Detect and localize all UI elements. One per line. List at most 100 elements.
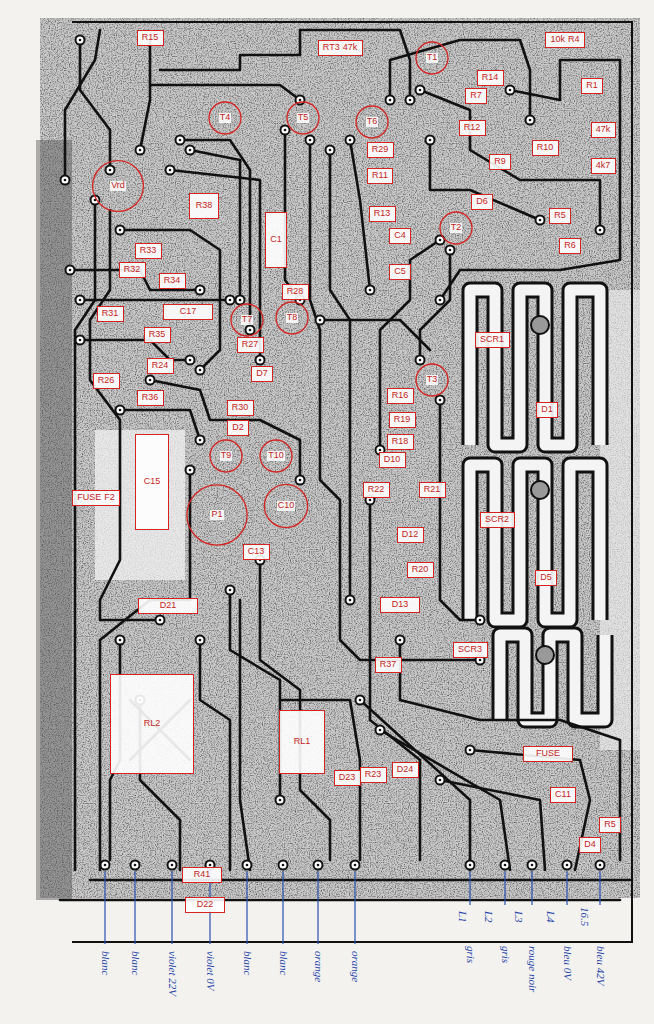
component-box: R23	[360, 767, 387, 783]
component-outline	[416, 364, 448, 396]
wire-leader-lines	[104, 871, 105, 944]
component-box: C5	[389, 264, 411, 280]
component-circle: T1	[415, 41, 449, 75]
copper-traces	[170, 170, 260, 360]
heatsink-meander	[500, 635, 605, 720]
solder-pads	[536, 216, 545, 225]
component-label: R29	[372, 145, 389, 155]
solder-pads	[596, 226, 605, 235]
copper-traces	[150, 380, 300, 480]
component-outline	[210, 440, 242, 472]
component-box: R35	[144, 327, 171, 343]
component-label: R31	[102, 309, 119, 319]
solder-pads	[466, 861, 475, 870]
component-label: R38	[196, 201, 213, 211]
component-box: R20	[407, 562, 434, 578]
component-box: FUSEF2	[72, 490, 120, 506]
component-circle: T9	[209, 439, 243, 473]
component-label: R7	[470, 91, 482, 101]
wire-label: blanc	[100, 950, 112, 976]
copper-traces	[360, 700, 470, 870]
copper-traces	[90, 879, 630, 882]
solder-pads	[196, 366, 205, 375]
component-box: R9	[489, 154, 511, 170]
copper-traces	[65, 30, 100, 180]
solder-pads	[416, 86, 425, 95]
component-box: SCR3	[453, 642, 488, 658]
component-label: FUSE	[77, 493, 101, 503]
component-box: D12	[397, 527, 424, 543]
component-box: R30	[227, 400, 254, 416]
component-box: SCR2	[480, 512, 515, 528]
solder-pads	[116, 226, 125, 235]
component-box: D5	[535, 570, 557, 586]
component-box: R15	[137, 30, 164, 46]
component-label: R6	[564, 241, 576, 251]
solder-pads	[466, 746, 475, 755]
heatsink-meander	[500, 635, 605, 720]
solder-pads	[131, 861, 140, 870]
wire-label: 16.5	[579, 906, 591, 927]
copper-traces	[310, 140, 480, 660]
component-label: R36	[142, 393, 159, 403]
component-box: D21	[138, 598, 198, 614]
solder-pads	[76, 296, 85, 305]
component-label: C4	[394, 231, 406, 241]
component-circle: T6	[355, 105, 389, 139]
wire-label: violet 22V	[167, 950, 179, 997]
component-label: R15	[142, 33, 159, 43]
component-box: R12	[459, 120, 486, 136]
copper-traces	[80, 299, 230, 302]
solder-pads	[316, 316, 325, 325]
component-box: D10	[379, 452, 406, 468]
component-label: D10	[384, 455, 401, 465]
component-label: R32	[124, 265, 141, 275]
component-label: D5	[540, 573, 552, 583]
component-box: RL2	[110, 674, 194, 774]
component-label: R5	[554, 211, 566, 221]
board-ground	[40, 18, 640, 898]
component-outline	[93, 161, 144, 212]
component-label: T6	[366, 117, 379, 127]
component-label: D7	[256, 369, 268, 379]
wire-leader-lines	[599, 871, 600, 905]
solder-pads	[186, 466, 195, 475]
component-label: D13	[392, 600, 409, 610]
component-box: R21	[419, 482, 446, 498]
component-label: R27	[242, 340, 259, 350]
component-label: D1	[541, 405, 553, 415]
component-label: D4	[584, 840, 596, 850]
wire-label: L4	[545, 910, 557, 924]
solder-pads	[281, 126, 290, 135]
component-box: R41	[182, 867, 222, 883]
component-box: R5	[599, 817, 621, 833]
copper-traces	[240, 600, 250, 870]
board-ground	[36, 18, 640, 942]
wire-leader-lines	[246, 871, 247, 944]
component-outline	[356, 106, 388, 138]
component-circle: T2	[439, 211, 473, 245]
board-ground	[40, 18, 640, 898]
component-label: SCR3	[458, 645, 482, 655]
copper-traces	[60, 30, 630, 900]
component-label: T5	[297, 113, 310, 123]
component-box: D24	[392, 762, 419, 778]
component-label: 47k	[343, 43, 358, 53]
heatsink-meander	[470, 465, 600, 620]
component-label: R18	[392, 437, 409, 447]
solder-pads	[306, 136, 315, 145]
solder-pads	[186, 356, 195, 365]
wire-label: blanc	[278, 950, 290, 976]
solder-pads	[326, 146, 335, 155]
component-box: C15	[135, 434, 169, 530]
solder-pads	[256, 356, 265, 365]
component-label: C11	[555, 790, 571, 800]
component-box: D2	[227, 420, 249, 436]
wire-label: gris	[465, 945, 477, 964]
wire-label: L2	[483, 910, 495, 924]
component-label: R30	[232, 403, 249, 413]
component-circle: T5	[286, 101, 320, 135]
component-label: F2	[104, 493, 115, 503]
component-outline	[209, 102, 241, 134]
solder-pads	[351, 861, 360, 870]
